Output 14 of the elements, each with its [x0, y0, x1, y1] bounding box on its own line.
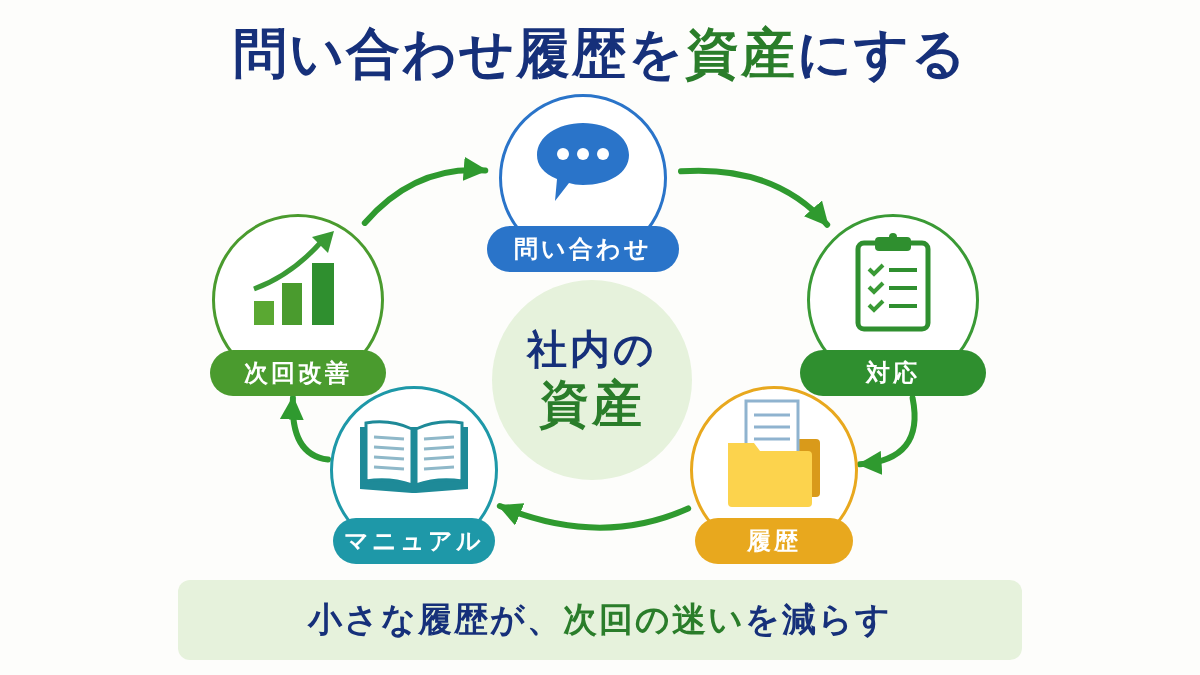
cycle-arrow — [678, 167, 831, 228]
cycle-arrow — [496, 502, 692, 531]
cycle-arrow — [361, 157, 489, 226]
caption: 小さな履歴が、次回の迷いを減らす — [308, 598, 892, 641]
cycle-arrow — [280, 395, 331, 463]
cycle-arrow — [857, 395, 918, 474]
center-text: 資産 — [539, 376, 645, 434]
step-label: 対応 — [800, 350, 986, 397]
step-label: 履歴 — [695, 518, 853, 565]
step-label: マニュアル — [333, 518, 495, 565]
step-label: 次回改善 — [210, 350, 386, 397]
center-text: 社内の — [527, 326, 657, 373]
step-label: 問い合わせ — [487, 226, 679, 273]
title: 問い合わせ履歴を資産にする — [231, 21, 969, 87]
